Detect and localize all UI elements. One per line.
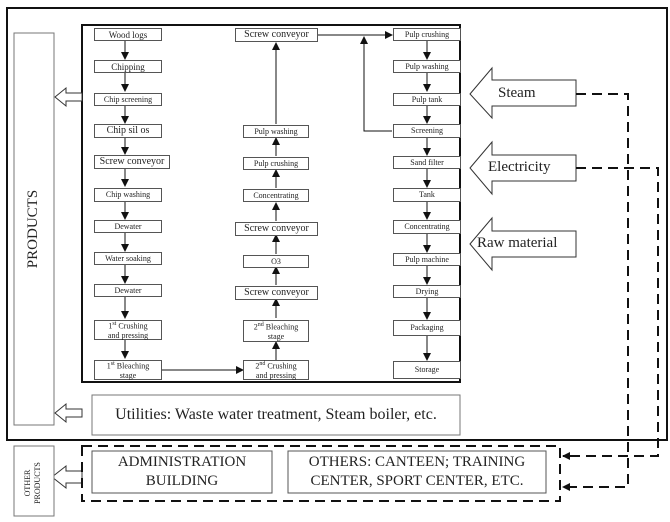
step-first-bleaching-line1: 1st Bleaching — [107, 359, 149, 372]
other-products-box — [13, 445, 55, 517]
step-first-crushing: 1st Crushing and pressing — [94, 320, 162, 340]
utilities-label: Utilities: Waste water treatment, Steam … — [115, 406, 437, 423]
step-second-bleaching-line1: 2nd Bleaching — [254, 320, 298, 333]
step-second-crushing: 2nd Crushing and pressing — [243, 360, 309, 380]
step-chip-washing: Chip washing — [94, 188, 162, 202]
other-products-label: OTHER PRODUCTS — [23, 462, 42, 504]
raw-material-label: Raw material — [477, 235, 558, 251]
ordinal-suffix: st — [110, 360, 115, 367]
label: Crushing — [116, 321, 148, 331]
step-second-bleaching-line2: stage — [267, 332, 285, 342]
step-wood-logs: Wood logs — [94, 28, 162, 41]
step-water-soaking: Water soaking — [94, 252, 162, 265]
label: Bleaching — [263, 322, 299, 332]
ordinal-suffix: nd — [257, 321, 264, 328]
step-storage: Storage — [393, 361, 461, 379]
administration-box — [91, 450, 273, 494]
step-sand-filter: Sand filter — [393, 156, 461, 169]
step-o3: O3 — [243, 255, 309, 268]
step-first-bleaching-line2: stage — [119, 371, 137, 381]
step-pulp-tank: Pulp tank — [393, 93, 461, 106]
step-tank: Tank — [393, 188, 461, 202]
step-pulp-washing-c3: Pulp washing — [393, 60, 461, 73]
ordinal-suffix: st — [112, 320, 117, 327]
process-frame — [81, 24, 461, 383]
step-chip-silos: Chip sil os — [94, 124, 162, 138]
products-arrow-icon — [54, 86, 83, 108]
step-pulp-crushing-c3: Pulp crushing — [393, 28, 461, 41]
raw-material-arrow-icon — [469, 216, 577, 272]
ordinal-suffix: nd — [259, 360, 266, 367]
support-area-boundary — [81, 445, 561, 502]
utilities-box — [91, 394, 461, 436]
ordinal: 2 — [255, 361, 260, 371]
electricity-label: Electricity — [488, 159, 551, 175]
step-first-crushing-line1: 1st Crushing — [108, 319, 147, 332]
step-screw-conveyor-top: Screw conveyor — [235, 28, 318, 42]
step-packaging: Packaging — [393, 320, 461, 336]
step-screw-conveyor-1: Screw conveyor — [94, 155, 170, 169]
utilities-products-arrow-icon — [54, 402, 83, 424]
ordinal: 1 — [106, 361, 111, 371]
step-first-crushing-line2: and pressing — [107, 331, 149, 341]
ordinal: 2 — [253, 322, 258, 332]
step-concentrating-c3: Concentrating — [393, 220, 461, 234]
label: Crushing — [265, 361, 297, 371]
other-products-arrow-icon — [51, 464, 83, 490]
step-second-crushing-line1: 2nd Crushing — [255, 359, 296, 372]
step-first-bleaching: 1st Bleaching stage — [94, 360, 162, 380]
ordinal: 1 — [108, 321, 113, 331]
administration-label: ADMINISTRATION BUILDING — [117, 454, 247, 489]
label: Bleaching — [114, 361, 150, 371]
step-dewater-2: Dewater — [94, 284, 162, 297]
others-label: OTHERS: CANTEEN; TRAINING CENTER, SPORT … — [308, 454, 526, 489]
others-box — [287, 450, 547, 494]
step-pulp-machine: Pulp machine — [393, 253, 461, 266]
steam-label: Steam — [498, 85, 536, 101]
step-pulp-crushing-c2: Pulp crushing — [243, 157, 309, 170]
step-pulp-washing-c2: Pulp washing — [243, 125, 309, 138]
screening-loop-arrow — [360, 36, 392, 132]
plant-boundary — [6, 7, 668, 441]
step-dewater-1: Dewater — [94, 220, 162, 233]
step-chipping: Chipping — [94, 60, 162, 73]
products-box — [13, 32, 55, 426]
step-second-bleaching: 2nd Bleaching stage — [243, 320, 309, 342]
step-concentrating-c2: Concentrating — [243, 189, 309, 202]
step-drying: Drying — [393, 285, 461, 298]
step-screening: Screening — [393, 124, 461, 138]
products-label: PRODUCTS — [25, 189, 41, 269]
step-second-crushing-line2: and pressing — [255, 371, 297, 381]
step-screw-conveyor-low: Screw conveyor — [235, 286, 318, 300]
steam-supply-line — [562, 93, 629, 491]
electricity-supply-line — [562, 167, 659, 460]
step-screw-conveyor-mid: Screw conveyor — [235, 222, 318, 236]
step-chip-screening: Chip screening — [94, 93, 162, 106]
